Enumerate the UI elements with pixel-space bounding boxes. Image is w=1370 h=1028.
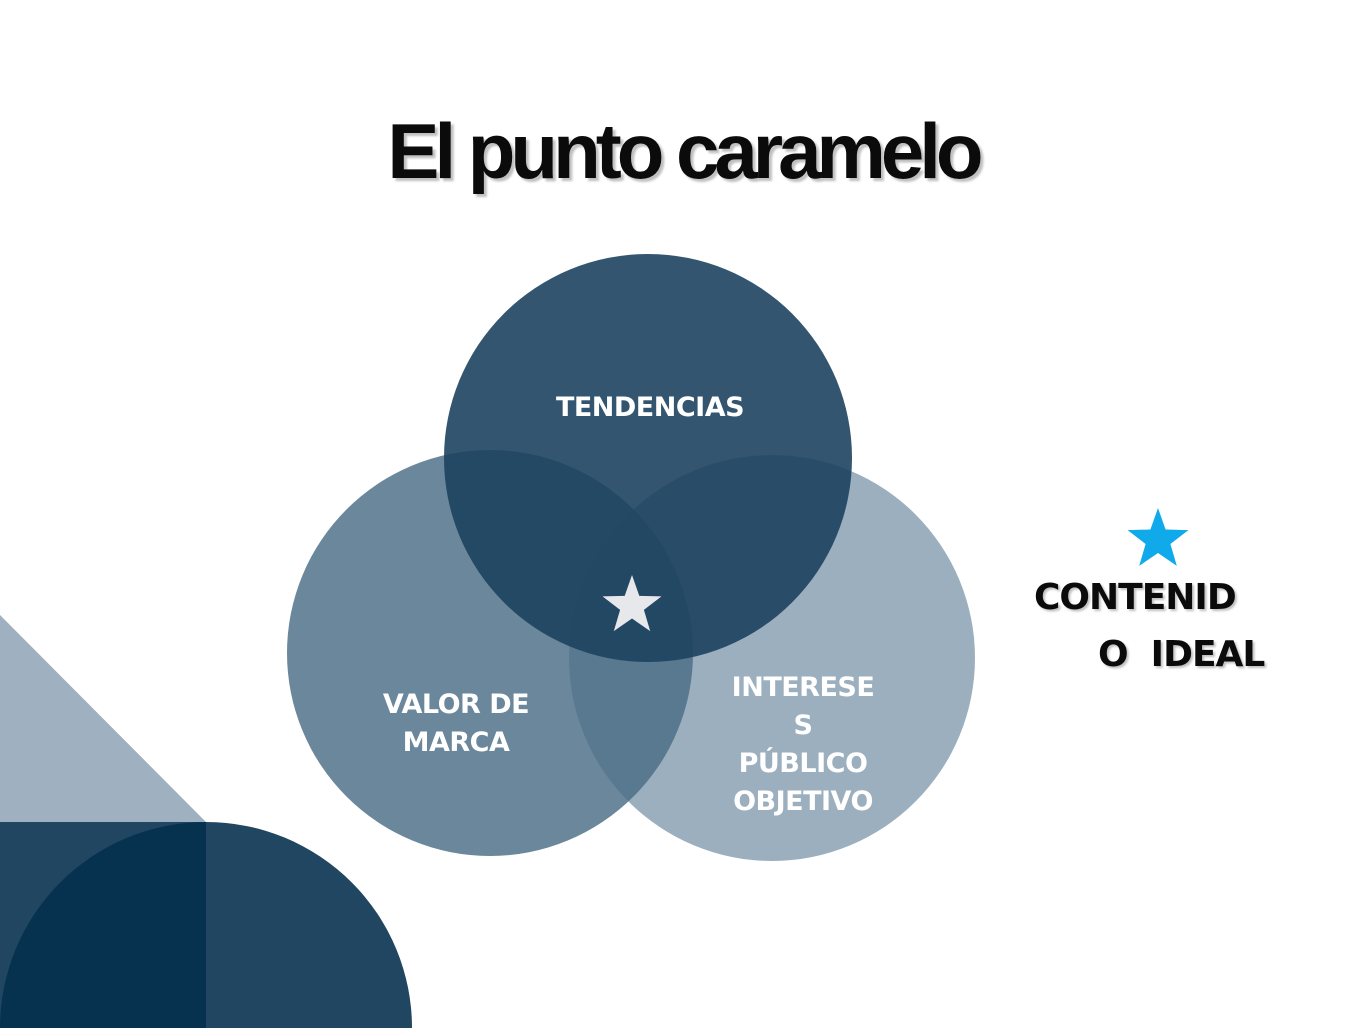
- intereses-label-line: INTERESE: [731, 672, 875, 703]
- decorative-overlap: [0, 822, 206, 1028]
- center-star-icon: [602, 575, 662, 632]
- decorative-triangle: [0, 615, 206, 822]
- tendencias-label: TENDENCIAS: [555, 392, 745, 423]
- intereses-label-line: OBJETIVO: [733, 786, 873, 817]
- valor-label-line: VALOR DE: [382, 689, 530, 720]
- slide-title: El punto caramelo: [387, 107, 983, 195]
- circle-label-tendencias: TENDENCIAS: [500, 389, 800, 427]
- intereses-label-line: PÚBLICO: [738, 748, 868, 779]
- circle-label-intereses-publico-objetivo: INTERESE S PÚBLICO OBJETIVO: [688, 669, 918, 821]
- circle-label-valor-de-marca: VALOR DE MARCA: [326, 686, 586, 762]
- circle-tendencias: [444, 254, 852, 662]
- legend-label-line: O IDEAL: [1098, 634, 1265, 675]
- intereses-label-line: S: [793, 710, 813, 741]
- valor-label-line: MARCA: [402, 727, 510, 758]
- legend-star-icon: [1127, 508, 1189, 566]
- legend-label-line: CONTENID: [1034, 577, 1237, 618]
